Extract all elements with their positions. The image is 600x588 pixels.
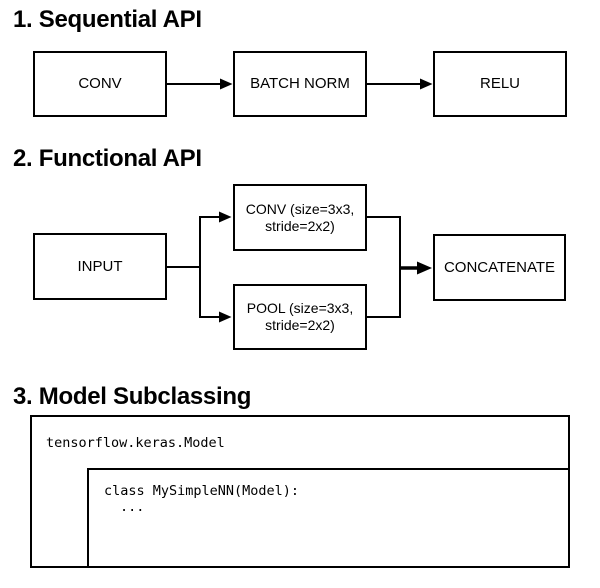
- box-my-simple-nn-class: class MySimpleNN(Model): ...: [87, 468, 570, 568]
- box-pool-params-line1: POOL (size=3x3,: [246, 300, 354, 316]
- box-conv-params: CONV (size=3x3, stride=2x2): [233, 184, 367, 251]
- box-tensorflow-keras-model: tensorflow.keras.Model class MySimpleNN(…: [30, 415, 570, 568]
- box-pool-params: POOL (size=3x3, stride=2x2): [233, 284, 367, 350]
- keras-model-label: tensorflow.keras.Model: [46, 435, 225, 451]
- box-conv-label: CONV: [78, 75, 122, 92]
- box-concatenate-label: CONCATENATE: [443, 258, 556, 276]
- box-batch-norm: BATCH NORM: [233, 51, 367, 117]
- connector-input-split: [167, 216, 201, 318]
- section-title-functional-api: 2. Functional API: [13, 145, 202, 172]
- arrow-conv-to-batchnorm: [167, 78, 233, 90]
- arrow-merge-to-concatenate: [400, 261, 432, 275]
- section-title-sequential-api: 1. Sequential API: [13, 6, 202, 33]
- code-block: class MySimpleNN(Model): ...: [104, 483, 299, 515]
- code-line-ellipsis: ...: [120, 499, 145, 515]
- code-line-class-def: class MySimpleNN(Model):: [104, 483, 300, 499]
- box-conv-params-line1: CONV (size=3x3,: [245, 200, 355, 217]
- box-input: INPUT: [33, 233, 167, 300]
- arrow-split-to-pool: [199, 311, 232, 323]
- arrow-split-to-conv: [199, 211, 232, 223]
- box-conv-params-line2: stride=2x2): [265, 217, 335, 234]
- box-batch-norm-label: BATCH NORM: [250, 75, 350, 92]
- box-pool-params-line2: stride=2x2): [265, 317, 335, 333]
- box-relu-label: RELU: [479, 75, 520, 92]
- box-input-label: INPUT: [77, 257, 123, 275]
- arrow-batchnorm-to-relu: [367, 78, 433, 90]
- box-conv: CONV: [33, 51, 167, 117]
- section-title-model-subclassing: 3. Model Subclassing: [13, 383, 252, 410]
- box-relu: RELU: [433, 51, 567, 117]
- box-concatenate: CONCATENATE: [433, 234, 566, 301]
